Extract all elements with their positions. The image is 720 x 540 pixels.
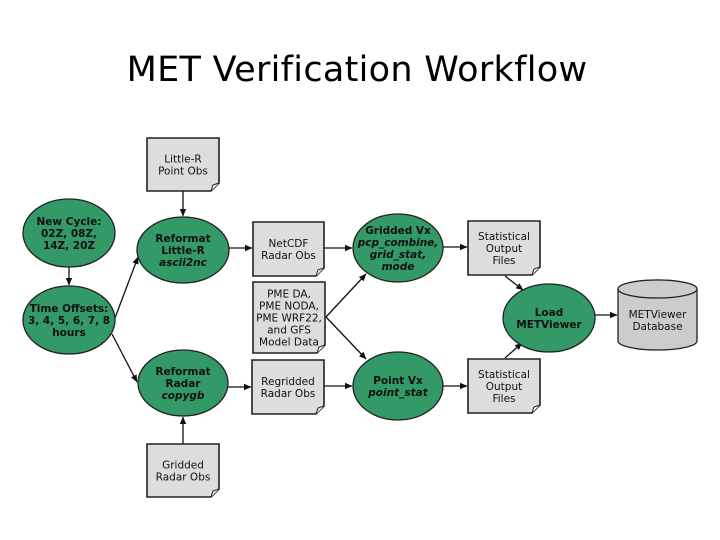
node-new-cycle: New Cycle:02Z, 08Z,14Z, 20Z [22,198,116,268]
process-ellipse [22,285,116,355]
node-label-line: Model Data [259,337,319,349]
node-label-line: 3, 4, 5, 6, 7, 8 [28,315,110,327]
edge-stat-output-1-to-load-metviewer [504,275,524,291]
diagram-title: MET Verification Workflow [126,50,588,90]
edge-time-offsets-to-reformat-little-r [114,256,139,319]
node-label-line: grid_stat, [370,249,426,261]
node-label-line: ascii2nc [159,257,208,269]
node-label-line: Reformat [155,233,210,245]
node-label-line: Time Offsets: [30,303,109,315]
node-label-line: Radar [166,378,202,390]
node-label-line: Load [535,307,564,319]
node-label-line: mode [382,261,415,273]
process-ellipse [352,213,444,283]
node-label-line: Point Obs [158,166,208,178]
node-label-line: Reformat [155,366,210,378]
database-top [617,279,698,299]
node-label-line: NetCDF [269,238,309,250]
node-label-line: 02Z, 08Z, [41,228,97,240]
edge-model-data-to-gridded-vx [325,273,367,318]
node-label-line: hours [52,327,86,339]
edges-layer [65,191,618,444]
node-label-line: METViewer [516,319,582,331]
folded-corner-icon [315,267,325,277]
node-label-line: Gridded Vx [365,225,431,237]
node-label-line: Gridded [162,460,204,472]
node-label-line: Statistical [478,231,530,243]
node-label-line: PME NODA, [259,301,319,313]
node-label-line: METViewer [629,309,687,321]
node-label-line: point_stat [367,387,428,399]
edge-stat-output-2-to-load-metviewer [504,342,523,359]
edge-model-data-to-point-vx [325,316,367,360]
node-label-line: Database [632,321,682,333]
node-label-line: Point Vx [373,375,423,387]
node-label-line: Radar Obs [261,388,316,400]
process-ellipse [352,351,444,421]
node-label-line: Output [486,381,522,393]
node-label-line: copygb [162,390,205,402]
node-label-line: Regridded [261,376,315,388]
process-ellipse [137,349,229,417]
folded-corner-icon [531,404,541,414]
nodes-layer: New Cycle:02Z, 08Z,14Z, 20Z Time Offsets:… [22,137,698,498]
node-label-line: Radar Obs [261,250,316,262]
folded-corner-icon [210,488,220,498]
node-label-line: Files [492,255,515,267]
node-label-line: Little-R [161,245,205,257]
node-label-line: Files [492,393,515,405]
folded-corner-icon [315,405,325,415]
node-label-line: pcp_combine, [357,237,439,249]
node-label-line: 14Z, 20Z [43,240,95,252]
node-label-line: New Cycle: [37,216,102,228]
edge-time-offsets-to-reformat-radar [111,333,138,383]
node-label-line: Little-R [164,154,201,166]
process-ellipse [502,283,596,353]
node-label-line: PME WRF22, [256,313,322,325]
folded-corner-icon [210,182,220,192]
folded-corner-icon [316,344,326,354]
process-ellipse [22,198,116,268]
node-label-line: Output [486,243,522,255]
node-label-line: Radar Obs [156,472,211,484]
folded-corner-icon [531,266,541,276]
node-label-line: and GFS [267,325,311,337]
node-label-line: Statistical [478,369,530,381]
process-ellipse [136,216,230,284]
node-label-line: PME DA, [267,289,311,301]
